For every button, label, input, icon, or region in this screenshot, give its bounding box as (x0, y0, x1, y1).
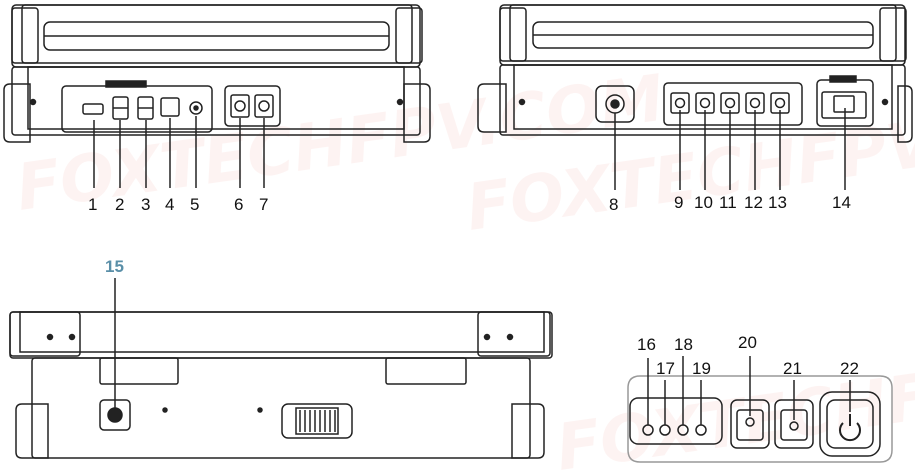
watermark-text-3: FOXTECHFPV.COM (552, 322, 915, 473)
callout-16: 16 (637, 335, 656, 354)
callout-21: 21 (783, 359, 802, 378)
callout-22: 22 (840, 359, 859, 378)
left-side-view (3, 4, 431, 188)
button-panel-view (627, 356, 893, 463)
callout-6: 6 (234, 195, 243, 214)
callout-3: 3 (141, 195, 150, 214)
callout-17: 17 (656, 359, 675, 378)
right-side-callouts: 8 9 10 11 12 13 14 (609, 193, 851, 214)
callout-15: 15 (105, 257, 124, 276)
callout-4: 4 (165, 195, 174, 214)
power-icon (839, 414, 861, 442)
callout-2: 2 (115, 195, 124, 214)
callout-8: 8 (609, 195, 618, 214)
callout-19: 19 (692, 359, 711, 378)
callout-11: 11 (719, 193, 737, 212)
right-side-view (477, 4, 913, 190)
callout-5: 5 (190, 195, 199, 214)
callout-20: 20 (738, 333, 757, 352)
left-side-callouts: 1 2 3 4 5 6 7 (88, 195, 268, 214)
callout-1: 1 (88, 195, 97, 214)
back-view (9, 278, 553, 459)
callout-18: 18 (674, 335, 693, 354)
callout-10: 10 (694, 193, 713, 212)
callout-12: 12 (744, 193, 763, 212)
callout-13: 13 (768, 193, 787, 212)
callout-14: 14 (832, 193, 851, 212)
button-panel-callouts: 16 17 18 19 20 21 22 (637, 333, 859, 378)
callout-7: 7 (259, 195, 268, 214)
callout-9: 9 (674, 193, 683, 212)
